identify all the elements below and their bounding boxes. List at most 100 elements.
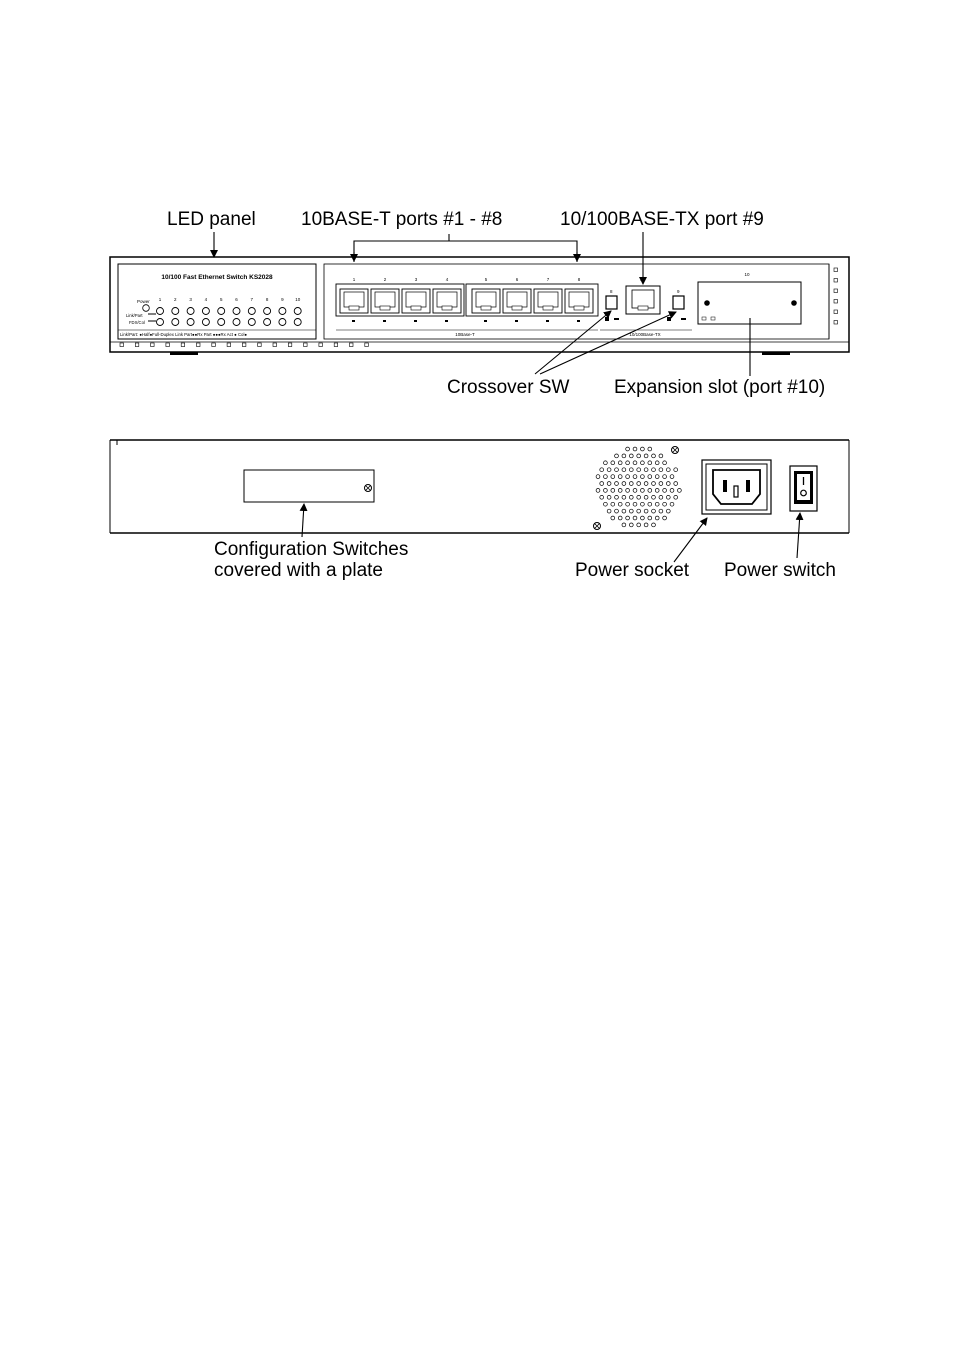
ethernet-port[interactable]: [339, 288, 369, 314]
vent-hole: [632, 460, 638, 466]
vent-hole: [647, 460, 653, 466]
bottom-led: [287, 342, 293, 347]
led-number: 5: [220, 297, 223, 302]
bottom-led: [242, 342, 247, 347]
port-mark: [546, 320, 549, 322]
link-part-led: [247, 307, 256, 315]
link-part-led: [278, 307, 287, 315]
vent-hole: [651, 495, 656, 500]
bottom-led: [226, 342, 231, 347]
leader-power-switch: [795, 512, 804, 559]
ethernet-port[interactable]: [502, 288, 532, 314]
link-part-led: [201, 307, 210, 315]
vent-hole: [658, 453, 664, 459]
vent-hole: [640, 515, 645, 521]
vent-hole: [614, 508, 619, 514]
bottom-led: [211, 342, 216, 347]
crossover-switch-8[interactable]: [605, 295, 618, 310]
led-row1-label: Link/Part: [126, 313, 143, 318]
vent-hole: [654, 474, 660, 479]
crossover-switch-9[interactable]: [672, 295, 685, 310]
vent-hole: [636, 508, 641, 514]
callout-ports-1-8: 10BASE-T ports #1 - #8: [301, 209, 503, 230]
vent-hole: [625, 474, 630, 479]
vent-hole: [610, 488, 616, 493]
vent-hole: [643, 522, 649, 528]
vent-hole: [621, 467, 627, 472]
ethernet-port[interactable]: [401, 288, 431, 314]
link-part-led: [156, 307, 164, 315]
port-mark: [414, 320, 417, 322]
expansion-slot[interactable]: [697, 281, 802, 325]
vent-hole: [603, 474, 608, 479]
callout-port-9: 10/100BASE-TX port #9: [560, 209, 764, 230]
vent-hole: [677, 488, 682, 493]
vent-hole: [606, 508, 612, 514]
vent-hole: [625, 501, 630, 507]
fdx-col-led: [156, 318, 164, 326]
vent-hole: [632, 488, 638, 493]
led-number: 7: [251, 297, 254, 302]
ethernet-port[interactable]: [432, 288, 462, 314]
vent-hole: [595, 488, 601, 493]
vent-hole: [617, 488, 623, 493]
port-9[interactable]: [625, 285, 661, 315]
vent-hole: [636, 495, 641, 500]
vent-hole: [647, 488, 653, 493]
vent-hole: [614, 495, 619, 500]
bottom-led: [333, 342, 339, 347]
vent-hole: [610, 460, 616, 466]
vent-hole: [658, 467, 664, 472]
port-number: 5: [485, 277, 488, 282]
led-number: 9: [281, 297, 284, 302]
vent-hole: [636, 453, 641, 459]
link-part-led: [293, 307, 302, 315]
fan-vent-grille: [595, 446, 682, 528]
vent-hole: [599, 495, 604, 500]
vent-hole: [662, 460, 667, 466]
link-part-led: [263, 307, 272, 315]
front-foot-left: [170, 352, 198, 355]
power-socket[interactable]: [701, 459, 772, 515]
vent-hole: [636, 467, 641, 472]
vent-hole: [625, 515, 630, 521]
config-switch-plate[interactable]: [243, 469, 375, 503]
ethernet-port[interactable]: [533, 288, 563, 314]
ethernet-port[interactable]: [564, 288, 594, 314]
vent-hole: [651, 508, 656, 514]
vent-hole: [640, 446, 645, 452]
power-switch[interactable]: [789, 465, 818, 512]
bottom-led: [180, 342, 185, 347]
vent-hole: [666, 508, 671, 514]
vent-hole: [629, 481, 634, 486]
bottom-led: [272, 342, 277, 347]
port-number: 1: [353, 277, 356, 282]
bottom-led: [349, 342, 354, 347]
vent-hole: [614, 467, 619, 472]
fdx-col-led: [293, 318, 302, 326]
bottom-led: [303, 342, 308, 347]
port-mark: [484, 320, 487, 322]
leader-crossover-9: [539, 311, 677, 375]
vent-hole: [629, 508, 634, 514]
vent-hole: [658, 495, 664, 500]
vent-hole: [603, 488, 608, 493]
led-number: 2: [174, 297, 177, 302]
vent-hole: [643, 508, 649, 514]
side-led: [833, 288, 838, 293]
vent-hole: [629, 495, 634, 500]
side-led: [833, 320, 838, 325]
ethernet-port[interactable]: [370, 288, 400, 314]
vent-hole: [621, 481, 627, 486]
ethernet-port[interactable]: [471, 288, 501, 314]
vent-hole: [617, 474, 623, 479]
vent-hole: [647, 515, 653, 521]
vent-hole: [651, 522, 656, 528]
vent-hole: [643, 453, 649, 459]
vent-hole: [629, 467, 634, 472]
vent-hole: [617, 515, 623, 521]
rear-panel: [109, 439, 850, 534]
